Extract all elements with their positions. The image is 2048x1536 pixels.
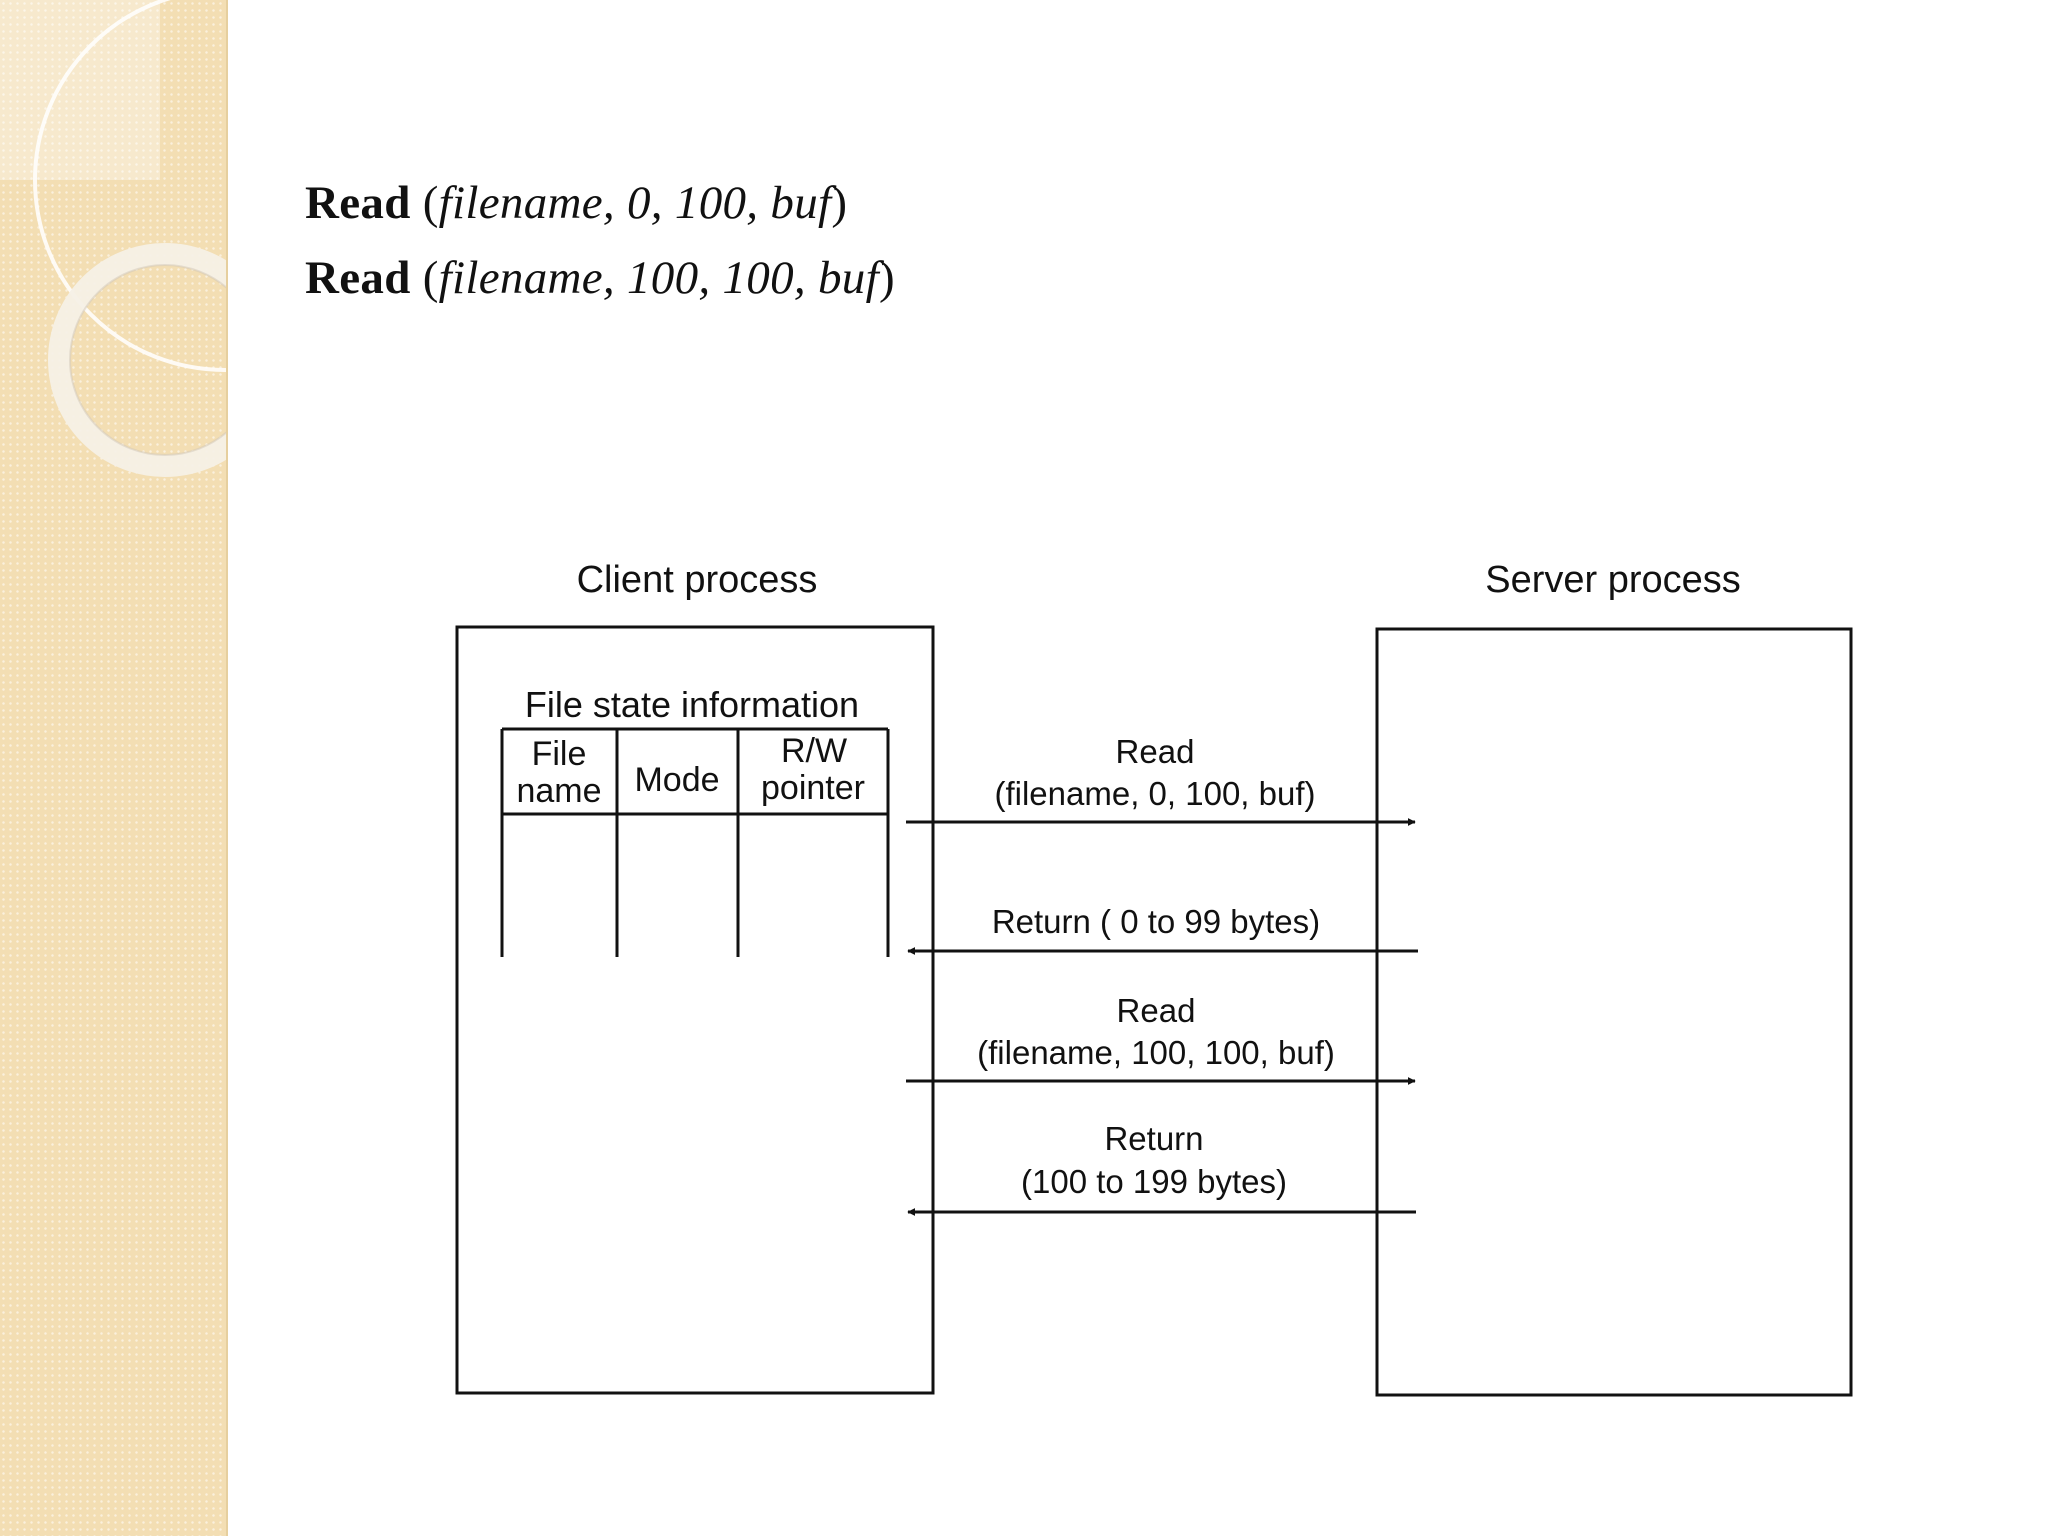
client-process-box xyxy=(455,625,935,1395)
header-rw-line1: R/W xyxy=(781,732,847,770)
message-4-label-line1: Return xyxy=(1104,1120,1203,1157)
code-close-paren: ) xyxy=(831,177,848,229)
message-2-label-line1: Return ( 0 to 99 bytes) xyxy=(992,903,1320,940)
message-3-label-line1: Read xyxy=(1117,992,1196,1029)
server-process-box xyxy=(1375,627,1853,1397)
client-process-title: Client process xyxy=(577,559,818,601)
header-file-line2: name xyxy=(516,772,601,810)
code-args: filename, 100, 100, buf xyxy=(438,252,879,304)
decorative-thick-ring xyxy=(48,243,226,477)
header-rw-line2: pointer xyxy=(761,769,865,807)
code-open-paren: ( xyxy=(422,252,439,304)
message-4-label-line2: (100 to 199 bytes) xyxy=(1021,1163,1287,1200)
header-file-line1: File xyxy=(532,735,587,773)
server-process-title: Server process xyxy=(1485,559,1741,601)
code-keyword: Read xyxy=(305,252,411,304)
side-panel-divider xyxy=(226,0,228,1536)
file-state-table xyxy=(500,727,890,957)
message-3-label-line2: (filename, 100, 100, buf) xyxy=(977,1034,1335,1071)
message-1-label-line1: Read xyxy=(1116,733,1195,770)
code-open-paren: ( xyxy=(422,177,439,229)
decorative-ring-inner-edge xyxy=(69,264,226,456)
decorative-rings xyxy=(0,0,226,477)
code-args: filename, 0, 100, buf xyxy=(438,177,832,229)
file-state-title: File state information xyxy=(525,684,859,725)
code-line-1: Read (filename, 0, 100, buf) xyxy=(305,176,847,230)
message-1-label-line2: (filename, 0, 100, buf) xyxy=(994,775,1315,812)
code-line-2: Read (filename, 100, 100, buf) xyxy=(305,251,895,305)
code-close-paren: ) xyxy=(878,252,895,304)
decorative-light-block xyxy=(0,0,160,180)
decorative-large-ring xyxy=(33,0,226,372)
code-keyword: Read xyxy=(305,177,411,229)
header-mode: Mode xyxy=(634,761,719,799)
